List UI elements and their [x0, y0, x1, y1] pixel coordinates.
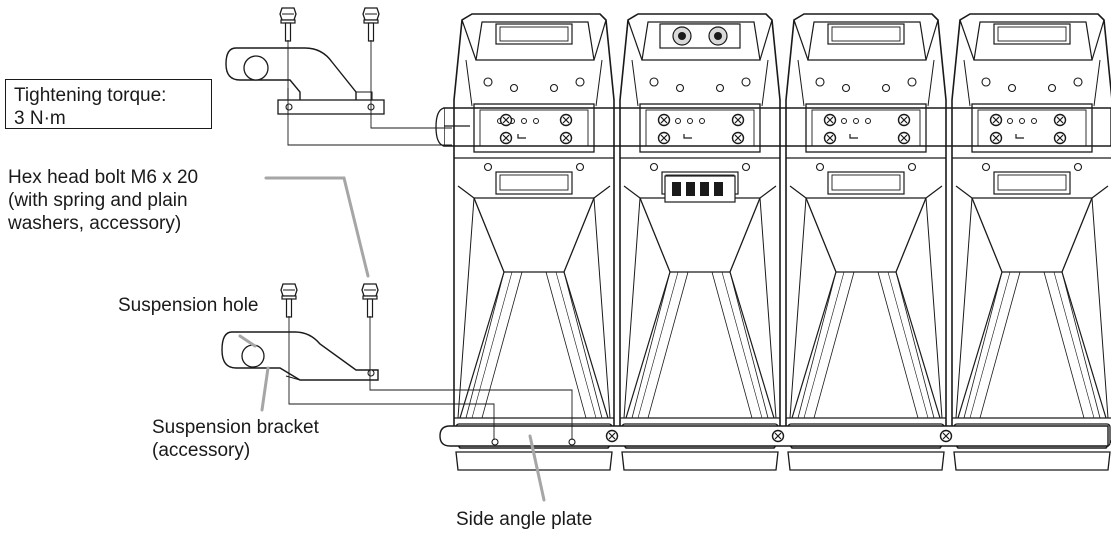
connecting-bar	[435, 107, 1111, 147]
suspension-bracket-label: Suspension bracket (accessory)	[152, 417, 319, 461]
hex-bolt-icon	[361, 283, 379, 318]
upper-suspension-bracket	[225, 47, 385, 115]
suspension-bracket-icon	[221, 331, 379, 381]
tightening-torque-label: Tightening torque: 3 N·m	[14, 85, 167, 129]
side-angle-plate-label: Side angle plate	[456, 509, 593, 530]
leader-lines	[238, 176, 546, 502]
suspension-hole-label: Suspension hole	[118, 295, 259, 316]
hex-bolt-icon	[279, 7, 297, 42]
speaker-cabinet-icon	[952, 14, 1111, 470]
speaker-cabinet-icon	[454, 14, 614, 470]
hex-bolt-icon	[280, 283, 298, 318]
speaker-cabinet-icon	[786, 14, 946, 470]
hex-bolt-label: Hex head bolt M6 x 20 (with spring and p…	[8, 167, 199, 234]
side-angle-plate	[439, 425, 1109, 447]
hex-bolt-icon	[362, 7, 380, 42]
speaker-cabinet-icon	[620, 14, 780, 470]
connector-terminal-icon	[659, 23, 741, 203]
tightening-torque-box: Tightening torque: 3 N·m	[5, 79, 212, 129]
